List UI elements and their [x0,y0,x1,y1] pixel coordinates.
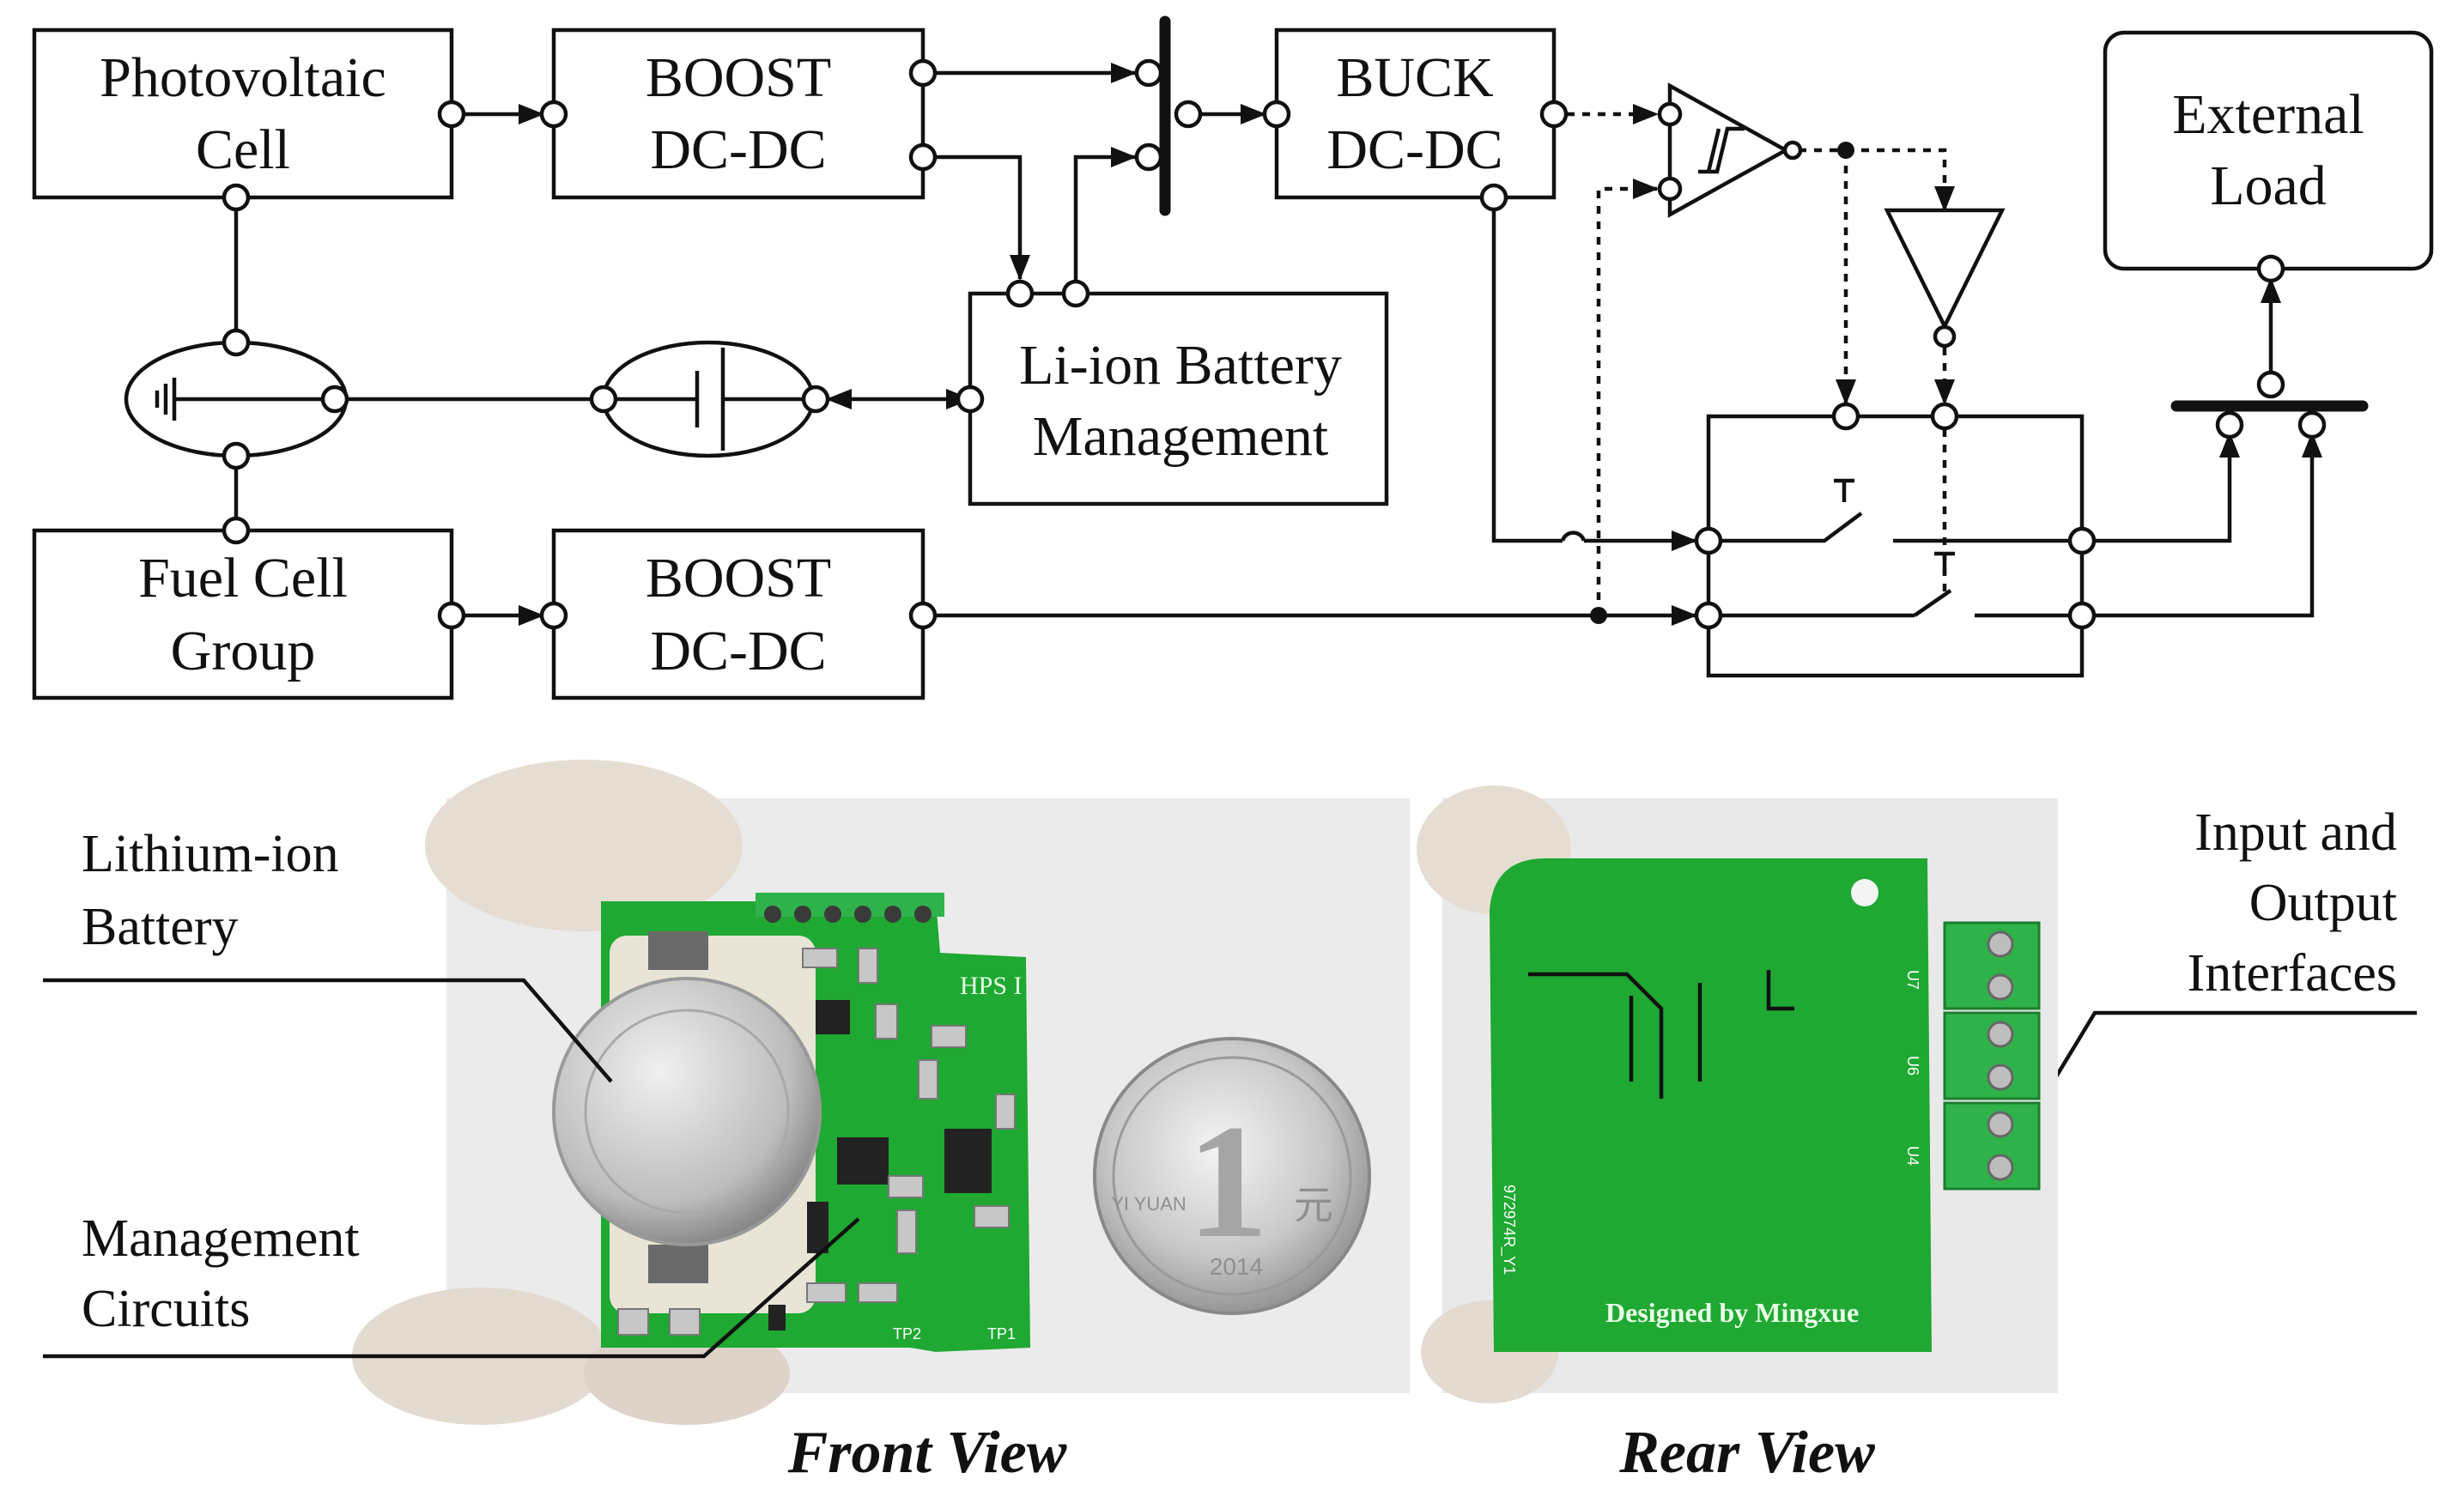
boost-dcdc-block-1: BOOST DC-DC [551,27,926,200]
external-load-block: External Load [2103,30,2434,271]
coin-unit: 元 [1294,1182,1333,1228]
rear-id-label: 972974R_Y1 [1500,1185,1518,1275]
inverter-icon [1884,208,2006,331]
connection-pins [222,58,2327,630]
battery-symbol [601,340,816,458]
buck-label-2: DC-DC [1326,118,1502,181]
load-label-2: Load [2210,155,2327,217]
coin-text: YI YUAN [1111,1193,1186,1215]
coin-denomination: 1 [1187,1092,1269,1272]
boost2-label-1: BOOST [646,547,831,609]
battery-mgmt-label-2: Management [1033,405,1329,468]
fuel-label-1: Fuel Cell [138,547,348,609]
tp2-label: TP2 [893,1325,921,1342]
ground-ellipse [124,340,349,458]
boost1-label-2: DC-DC [650,118,826,181]
terminal-u4-label: U4 [1904,1146,1921,1166]
tp1-label: TP1 [987,1325,1016,1342]
battery-mgmt-label-1: Li-ion Battery [1019,334,1342,397]
battery-management-block: Li-ion Battery Management [968,291,1389,506]
buck-label-1: BUCK [1336,46,1493,109]
annotation-io-3: Interfaces [2188,944,2397,1003]
annotation-lithium-1: Lithium-ion [82,825,339,883]
rear-view-photo: U7 U6 U4 Designed by Mingxue 972974R_Y1 [1417,785,2058,1403]
pv-cell-block: Photovoltaic Cell [32,27,454,200]
wires [234,15,2369,678]
pv-label-2: Cell [196,118,290,181]
annotations: Lithium-ion Battery Management Circuits … [82,803,2397,1338]
buck-dcdc-block: BUCK DC-DC [1274,27,1557,200]
load-label-1: External [2172,83,2364,146]
rear-view-caption: Rear View [1618,1420,1875,1486]
front-view-caption: Front View [787,1420,1067,1486]
annotation-management-1: Management [82,1209,360,1268]
terminal-u6-label: U6 [1904,1056,1921,1076]
terminal-u7-label: U7 [1904,970,1921,990]
boost-dcdc-block-2: BOOST DC-DC [551,528,926,700]
annotation-io-1: Input and [2194,803,2397,862]
block-diagram: Photovoltaic Cell BOOST DC-DC BUCK DC-DC… [32,15,2434,700]
fuel-cell-block: Fuel Cell Group [32,528,454,700]
boost2-label-2: DC-DC [650,620,826,682]
annotation-lithium-2: Battery [82,898,239,956]
terminal-blocks: U7 U6 U4 [1904,921,2041,1191]
front-view-photo: HPS I TP2 TP1 1 元 YI YUAN 2014 [352,760,1410,1425]
pv-label-1: Photovoltaic [100,46,386,109]
coin-year: 2014 [1210,1253,1263,1280]
annotation-management-2: Circuits [82,1280,250,1338]
rear-pcb-label: Designed by Mingxue [1605,1297,1859,1328]
junction-dot [1837,142,1854,159]
annotation-io-2: Output [2249,874,2397,932]
boost1-label-1: BOOST [646,46,831,109]
front-pcb-label: HPS I [960,972,1023,1000]
fuel-label-2: Group [171,620,316,682]
control-wires [1567,104,1955,615]
schmitt-trigger-icon [1667,82,1790,218]
coin-image: 1 元 YI YUAN 2014 [1093,1037,1371,1315]
junction-dot [1590,607,1607,624]
